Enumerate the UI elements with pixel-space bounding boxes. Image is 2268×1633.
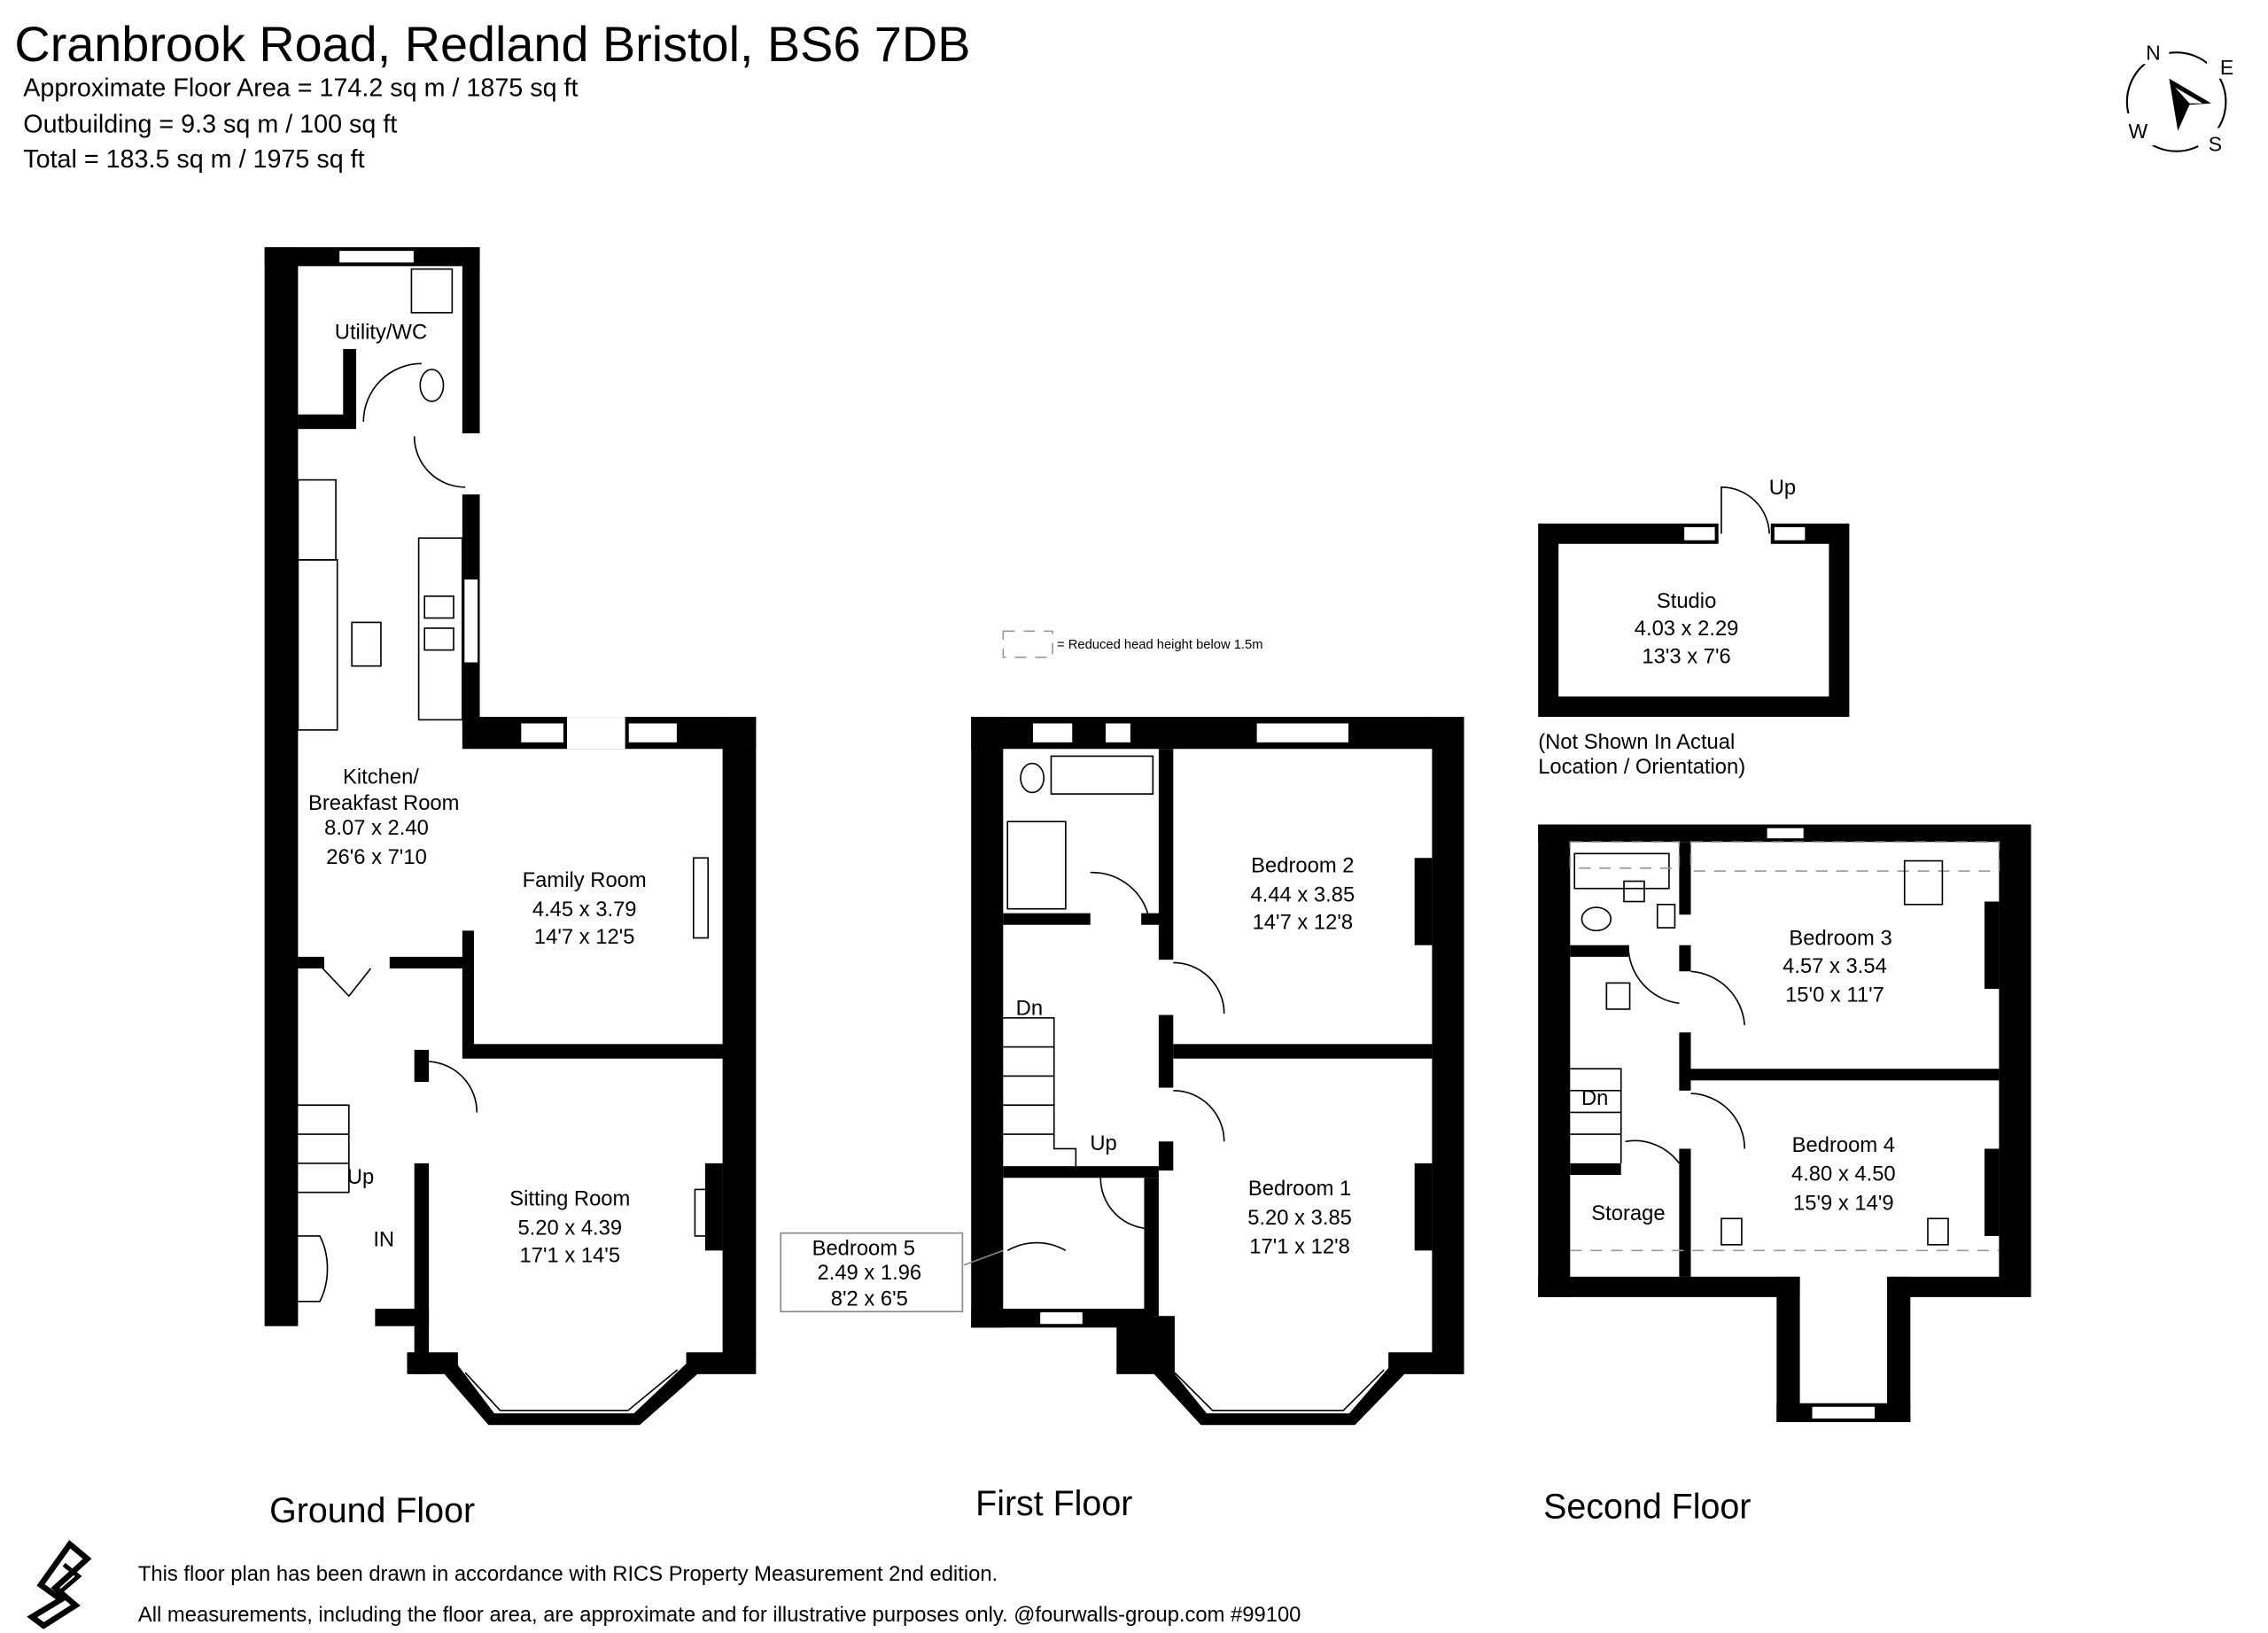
room-label-storage: Storage <box>1591 1201 1665 1225</box>
stairs-down-marker: Dn <box>1016 997 1043 1021</box>
second_floor-rooms-1-metric: 4.80 x 4.50 <box>1791 1163 1896 1186</box>
studio-note2: Location / Orientation) <box>1538 755 1745 779</box>
footer-disclaimer: All measurements, including the floor ar… <box>138 1603 1301 1627</box>
first_floor-rooms-1-metric: 5.20 x 3.85 <box>1247 1206 1352 1230</box>
compass-w: W <box>2128 120 2148 143</box>
compass-n: N <box>2146 41 2161 64</box>
ground_floor-rooms-1-metric: 8.07 x 2.40 <box>324 816 429 840</box>
footer-rics-note: This floor plan has been drawn in accord… <box>138 1562 998 1586</box>
first-floor-label: First Floor <box>975 1484 1132 1523</box>
ground_floor-rooms-2-metric: 4.45 x 3.79 <box>532 898 637 921</box>
stairs-down-marker: Dn <box>1581 1086 1608 1110</box>
compass-icon: N E W S <box>2119 35 2236 160</box>
studio-imperial: 13'3 x 7'6 <box>1642 644 1730 668</box>
legend-text: = Reduced head height below 1.5m <box>1057 638 1262 652</box>
room-label-bedroom-1: Bedroom 1 <box>1248 1177 1351 1201</box>
first_floor-rooms-2-imperial: 8'2 x 6'5 <box>831 1287 908 1311</box>
compass-s: S <box>2209 133 2222 156</box>
compass-e: E <box>2220 56 2233 79</box>
first_floor-rooms-1-imperial: 17'1 x 12'8 <box>1249 1235 1350 1259</box>
entrance-marker: IN <box>373 1227 394 1251</box>
outbuilding-area-text: Outbuilding = 9.3 sq m / 100 sq ft <box>23 110 397 138</box>
room-label-kitchen: Kitchen/ <box>343 766 419 789</box>
room-label-utility-wc: Utility/WC <box>335 320 427 344</box>
room-label-bedroom-3: Bedroom 3 <box>1789 927 1891 951</box>
room-label-sitting-room: Sitting Room <box>509 1186 630 1210</box>
ground_floor-rooms-3-imperial: 17'1 x 14'5 <box>520 1243 621 1267</box>
total-area-text: Total = 183.5 sq m / 1975 sq ft <box>23 145 364 174</box>
first_floor-rooms-0-metric: 4.44 x 3.85 <box>1251 883 1355 907</box>
second-floor-plan: Bedroom 3 4.57 x 3.54 15'0 x 11'7 Bedroo… <box>1538 824 2031 1526</box>
second_floor-rooms-1-imperial: 15'9 x 14'9 <box>1793 1191 1894 1215</box>
studio-up-marker: Up <box>1769 476 1796 500</box>
room-label-bedroom-2: Bedroom 2 <box>1251 854 1354 878</box>
floor-area-text: Approximate Floor Area = 174.2 sq m / 18… <box>23 74 578 102</box>
ground_floor-rooms-3-metric: 5.20 x 4.39 <box>517 1216 622 1240</box>
ground-floor-plan: Utility/WC Kitchen/ Breakfast Room 8.07 … <box>264 247 757 1530</box>
second_floor-rooms-0-imperial: 15'0 x 11'7 <box>1785 984 1884 1007</box>
property-title: Cranbrook Road, Redland Bristol, BS6 7DB <box>14 16 970 72</box>
room-label-bedroom-5: Bedroom 5 <box>812 1236 915 1260</box>
first_floor-rooms-0-imperial: 14'7 x 12'8 <box>1253 911 1354 935</box>
room-label-bedroom-4: Bedroom 4 <box>1792 1133 1895 1157</box>
fourwalls-logo <box>27 1540 92 1629</box>
first_floor-rooms-2-metric: 2.49 x 1.96 <box>817 1261 921 1285</box>
room-label-studio: Studio <box>1657 589 1716 613</box>
stairs-up-marker: Up <box>1090 1131 1116 1155</box>
studio-outbuilding-plan: Up Studio 4.03 x 2.29 13'3 x 7'6 (Not Sh… <box>1538 476 1850 779</box>
bedroom-5-callout: Bedroom 5 2.49 x 1.96 8'2 x 6'5 <box>780 1232 964 1313</box>
second_floor-rooms-0-metric: 4.57 x 3.54 <box>1783 954 1887 978</box>
second-floor-label: Second Floor <box>1543 1487 1751 1526</box>
studio-note: (Not Shown In Actual <box>1538 730 1735 754</box>
reduced-head-height-legend: = Reduced head height below 1.5m <box>1002 630 1263 658</box>
ground-floor-label: Ground Floor <box>269 1491 475 1530</box>
stairs-up-marker: Up <box>347 1165 374 1189</box>
room-label-family-room: Family Room <box>523 868 647 892</box>
studio-metric: 4.03 x 2.29 <box>1635 617 1739 641</box>
ground_floor-rooms-1-name2: Breakfast Room <box>308 791 460 815</box>
ground_floor-rooms-1-imperial: 26'6 x 7'10 <box>326 845 427 869</box>
first-floor-plan: Bedroom 2 4.44 x 3.85 14'7 x 12'8 Bedroo… <box>780 717 1464 1523</box>
ground_floor-rooms-2-imperial: 14'7 x 12'5 <box>534 925 635 949</box>
